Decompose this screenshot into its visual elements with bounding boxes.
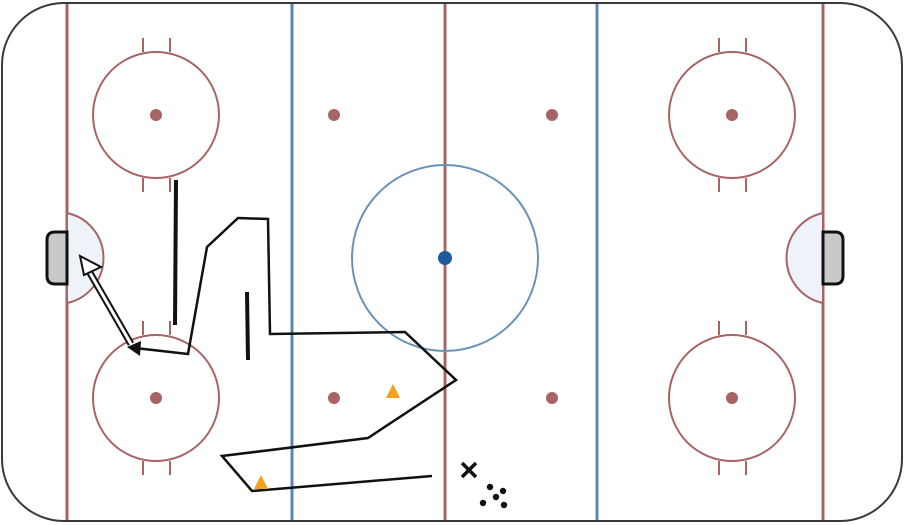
- obstacle-line-middle: [245, 291, 250, 361]
- puck: [479, 499, 487, 507]
- obstacle-line-left: [173, 179, 178, 326]
- center-ice-dot: [438, 251, 452, 265]
- puck-pile-icon: [479, 483, 508, 509]
- puck: [499, 487, 507, 495]
- x-mark-icon: [460, 461, 478, 479]
- right-goal-net: [821, 230, 845, 286]
- faceoff-circle-bottom-left: [92, 321, 220, 475]
- player-triangle-icon: [254, 475, 268, 489]
- center-ice-circle: [351, 164, 539, 352]
- player-triangle-icon: [386, 384, 400, 398]
- pass-arrow: [78, 254, 135, 346]
- neutral-dot-bottom-right: [546, 392, 558, 404]
- faceoff-circle-top-right: [668, 38, 796, 192]
- pass-arrowhead: [78, 254, 104, 277]
- right-goal-crease: [785, 211, 824, 305]
- faceoff-circle-top-left: [92, 38, 220, 192]
- neutral-dot-top-left: [328, 109, 340, 121]
- skater-path-arrowhead: [127, 341, 141, 356]
- puck: [492, 493, 500, 501]
- skater-path-main: [134, 216, 459, 493]
- puck: [486, 483, 494, 491]
- neutral-dot-bottom-left: [328, 392, 340, 404]
- left-goal-net: [45, 230, 69, 286]
- faceoff-circle-bottom-right: [668, 321, 796, 475]
- puck: [500, 501, 508, 509]
- neutral-dot-top-right: [546, 109, 558, 121]
